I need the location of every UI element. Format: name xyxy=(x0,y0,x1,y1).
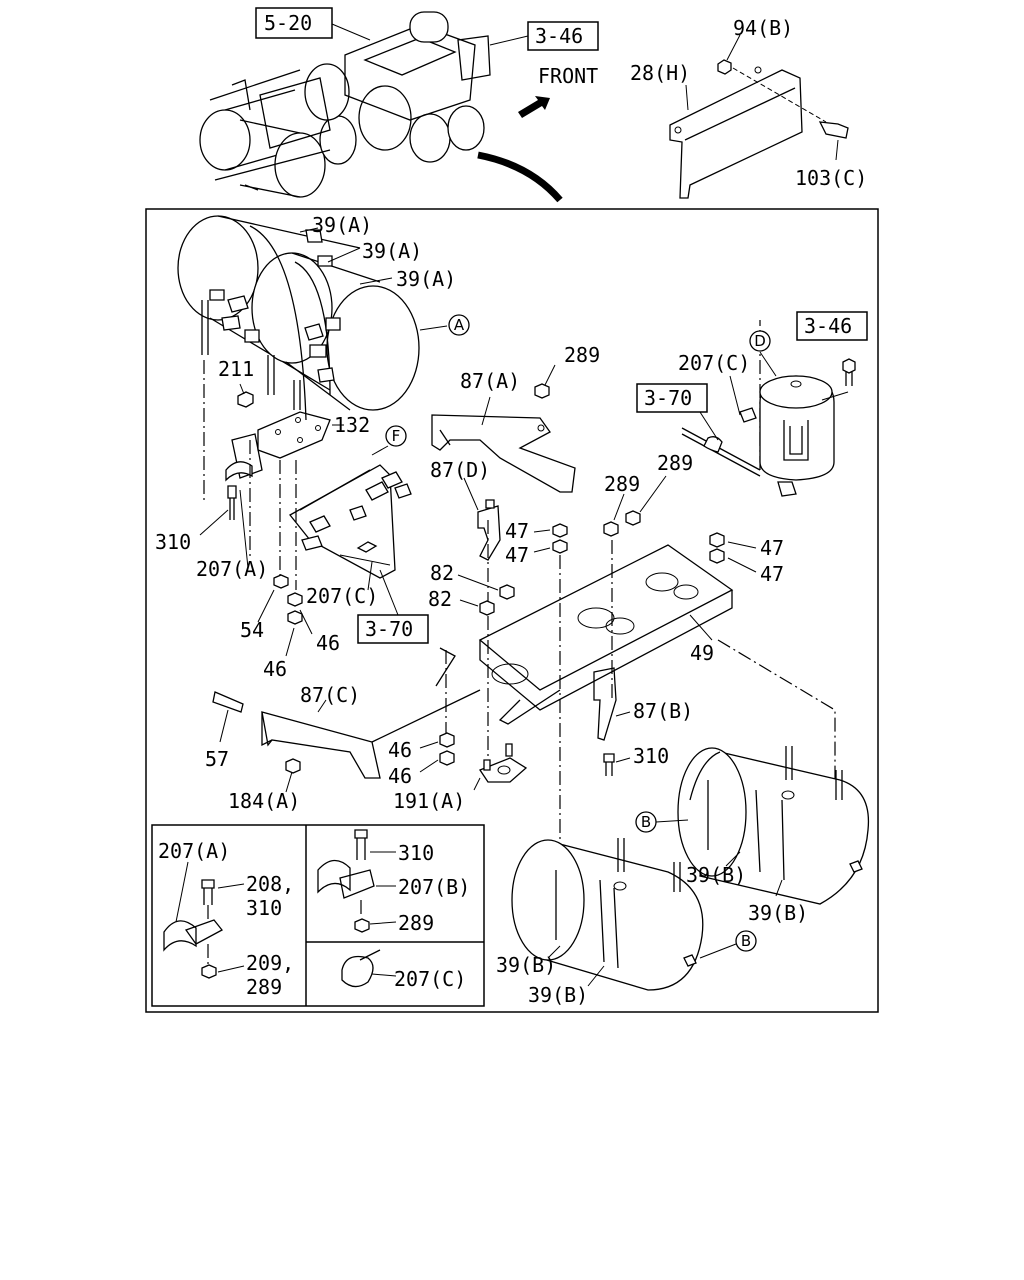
nuts-46-lower: 46 46 xyxy=(388,732,455,788)
bracket-28H: 94(B) 28(H) 103(C) xyxy=(630,16,867,199)
front-label: FRONT xyxy=(538,64,598,88)
label-87A: 87(A) xyxy=(460,369,520,393)
label-289-top: 289 xyxy=(564,343,600,367)
tank-pair-A: 39(A) 39(A) 39(A) A xyxy=(177,213,470,421)
circle-label-B-2: B xyxy=(741,932,751,950)
bracket-87D: 87(D) xyxy=(430,458,501,561)
label-207C-inset: 207(C) xyxy=(394,967,466,991)
label-47-3: 47 xyxy=(760,536,784,560)
label-28H: 28(H) xyxy=(630,61,690,85)
label-82-1: 82 xyxy=(430,561,454,585)
label-132: 132 xyxy=(334,413,370,437)
plate-191A: 191(A) xyxy=(393,743,528,813)
label-49: 49 xyxy=(690,641,714,665)
label-310-inset-1: 310 xyxy=(246,896,282,920)
overview-assembly: FRONT xyxy=(199,11,598,203)
detail-frame xyxy=(145,208,879,1013)
label-191A: 191(A) xyxy=(393,789,465,813)
label-289-b: 289 xyxy=(604,472,640,496)
nuts-47-middle: 47 47 xyxy=(505,519,568,567)
label-87C: 87(C) xyxy=(300,683,360,707)
label-39A-3: 39(A) xyxy=(396,267,456,291)
label-94B: 94(B) xyxy=(733,16,793,40)
bracket-87C: 57 184(A) 87(C) xyxy=(205,683,481,813)
label-46-d: 46 xyxy=(388,764,412,788)
tank-B-right: B 39(B) 39(B) xyxy=(635,746,870,925)
label-208: 208, xyxy=(246,872,294,896)
ref-3-70-right: 3-70 xyxy=(644,386,692,410)
inset-207B: 310 207(B) 289 xyxy=(317,829,470,935)
bracket-87A: 289 87(A) xyxy=(431,343,600,493)
inset-207A: 207(A) 208, 310 209, 289 xyxy=(158,839,294,999)
nuts-47-right: 47 47 xyxy=(709,532,784,586)
label-207C-right: 207(C) xyxy=(678,351,750,375)
nuts-289: 289 289 xyxy=(603,451,693,537)
label-289-inset-1: 289 xyxy=(246,975,282,999)
label-207C-left: 207(C) xyxy=(306,584,378,608)
ref-box-5-20: 5-20 xyxy=(255,7,371,41)
label-184A: 184(A) xyxy=(228,789,300,813)
label-82-2: 82 xyxy=(428,587,452,611)
label-46-a: 46 xyxy=(316,631,340,655)
ref-box-3-46-top: 3-46 xyxy=(489,21,599,51)
label-39B-2: 39(B) xyxy=(748,901,808,925)
tank-B-left: B 39(B) 39(B) xyxy=(496,838,757,1007)
circle-label-B-1: B xyxy=(641,813,651,831)
ref-3-70-left: 3-70 xyxy=(365,617,413,641)
label-39A-1: 39(A) xyxy=(312,213,372,237)
label-103C: 103(C) xyxy=(795,166,867,190)
label-47-1: 47 xyxy=(505,519,529,543)
ref-5-20-text: 5-20 xyxy=(264,11,312,35)
label-39B-1: 39(B) xyxy=(686,863,746,887)
label-47-2: 47 xyxy=(505,543,529,567)
label-47-4: 47 xyxy=(760,562,784,586)
label-87D: 87(D) xyxy=(430,458,490,482)
label-310-mid: 310 xyxy=(633,744,669,768)
circle-label-F: F xyxy=(392,427,401,445)
label-211: 211 xyxy=(218,357,254,381)
bracket-87B: 87(B) 310 xyxy=(593,667,693,776)
crossmember-49: 82 82 49 xyxy=(428,544,734,725)
inset-207C: 207(C) xyxy=(341,949,466,991)
circle-label-A: A xyxy=(454,316,465,334)
label-289-inset-2: 289 xyxy=(398,911,434,935)
ref-3-46-top-text: 3-46 xyxy=(535,24,583,48)
label-207B: 207(B) xyxy=(398,875,470,899)
ref-3-46-right: 3-46 xyxy=(804,314,852,338)
label-57: 57 xyxy=(205,747,229,771)
label-289-c: 289 xyxy=(657,451,693,475)
circle-label-D: D xyxy=(754,332,766,350)
label-207A-inset: 207(A) xyxy=(158,839,230,863)
inset-boxes xyxy=(151,824,485,1007)
label-39B-4: 39(B) xyxy=(528,983,588,1007)
label-209: 209, xyxy=(246,951,294,975)
label-207A-left: 207(A) xyxy=(196,557,268,581)
dryer-tank-D: D 207(C) 3-46 3-70 xyxy=(636,311,868,497)
label-310-left: 310 xyxy=(155,530,191,554)
label-39A-2: 39(A) xyxy=(362,239,422,263)
valve-bracket-assembly: 132 211 F 310 207(A) 54 46 46 xyxy=(155,357,429,681)
label-310-inset-2: 310 xyxy=(398,841,434,865)
label-46-c: 46 xyxy=(388,738,412,762)
label-54: 54 xyxy=(240,618,264,642)
label-87B: 87(B) xyxy=(633,699,693,723)
label-46-b: 46 xyxy=(263,657,287,681)
label-39B-3: 39(B) xyxy=(496,953,556,977)
